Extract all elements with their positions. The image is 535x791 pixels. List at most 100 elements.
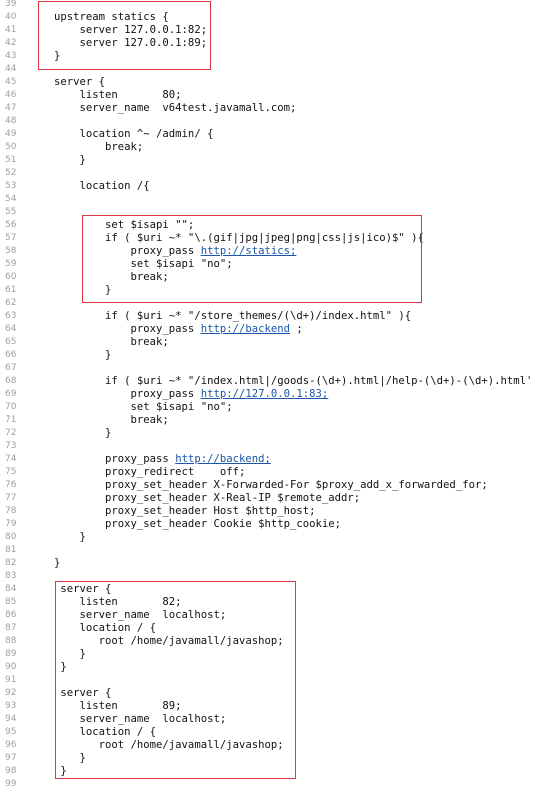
code-text: }: [54, 531, 86, 544]
url-link[interactable]: http://127.0.0.1:83;: [200, 388, 329, 400]
line-number: 68: [5, 376, 17, 386]
code-segment: proxy_pass: [54, 388, 201, 400]
code-text: listen 82;: [54, 596, 182, 609]
line-number: 46: [5, 90, 17, 100]
line-number: 62: [5, 298, 17, 308]
line-number: 88: [5, 636, 17, 646]
code-text: server {: [54, 76, 105, 89]
line-number: 45: [5, 77, 17, 87]
url-link[interactable]: http://backend: [200, 323, 290, 335]
line-number: 80: [5, 532, 17, 542]
line-number: 86: [5, 610, 17, 620]
line-number: 54: [5, 194, 17, 204]
line-number: 47: [5, 103, 17, 113]
line-number: 39: [5, 0, 17, 9]
code-segment: proxy_pass: [54, 245, 201, 257]
line-number: 85: [5, 597, 17, 607]
line-number: 43: [5, 51, 17, 61]
code-text: proxy_set_header X-Real-IP $remote_addr;: [54, 492, 360, 505]
line-number: 70: [5, 402, 17, 412]
code-text: if ( $uri ~* "\.(gif|jpg|jpeg|png|css|js…: [54, 232, 424, 245]
line-number: 65: [5, 337, 17, 347]
line-number: 96: [5, 740, 17, 750]
code-segment: ;: [290, 323, 303, 335]
code-segment: server {: [54, 687, 112, 699]
code-segment: }: [54, 154, 86, 166]
code-segment: server {: [54, 583, 112, 595]
code-segment: set $isapi "no";: [54, 401, 233, 413]
line-number: 90: [5, 662, 17, 672]
line-number: 49: [5, 129, 17, 139]
code-text: }: [54, 427, 111, 440]
code-text: root /home/javamall/javashop;: [54, 635, 284, 648]
line-number: 84: [5, 584, 17, 594]
code-segment: server_name v64test.javamall.com;: [54, 102, 297, 114]
line-number: 56: [5, 220, 17, 230]
code-segment: listen 80;: [54, 89, 182, 101]
line-number: 53: [5, 181, 17, 191]
code-segment: }: [54, 661, 67, 673]
line-number: 76: [5, 480, 17, 490]
line-number: 42: [5, 38, 17, 48]
code-text: }: [54, 349, 111, 362]
code-segment: }: [54, 557, 61, 569]
line-number: 78: [5, 506, 17, 516]
code-text: proxy_pass http://backend;: [54, 453, 271, 466]
line-number: 83: [5, 571, 17, 581]
code-segment: }: [54, 765, 67, 777]
highlight-box-static-location: [82, 215, 422, 303]
code-text: location /{: [54, 180, 150, 193]
code-segment: break;: [54, 336, 169, 348]
code-segment: proxy_pass: [54, 453, 176, 465]
code-text: set $isapi "";: [54, 219, 194, 232]
code-text: set $isapi "no";: [54, 258, 233, 271]
line-number: 82: [5, 558, 17, 568]
code-text: server 127.0.0.1:82;: [54, 24, 208, 37]
code-segment: server_name localhost;: [54, 609, 227, 621]
line-number: 87: [5, 623, 17, 633]
code-segment: }: [54, 648, 86, 660]
code-segment: proxy_set_header Host $http_host;: [54, 505, 316, 517]
code-segment: proxy_set_header X-Real-IP $remote_addr;: [54, 492, 361, 504]
line-number: 41: [5, 25, 17, 35]
code-segment: if ( $uri ~* "/store_themes/(\d+)/index.…: [54, 310, 412, 322]
code-segment: listen 82;: [54, 596, 182, 608]
code-segment: location / {: [54, 726, 157, 738]
url-link[interactable]: http://statics;: [200, 245, 297, 257]
line-number: 44: [5, 64, 17, 74]
line-number: 71: [5, 415, 17, 425]
line-number: 89: [5, 649, 17, 659]
highlight-box-static-servers: [55, 581, 296, 779]
code-text: proxy_set_header X-Forwarded-For $proxy_…: [54, 479, 488, 492]
line-number: 57: [5, 233, 17, 243]
code-segment: server_name localhost;: [54, 713, 227, 725]
code-segment: location ^~ /admin/ {: [54, 128, 214, 140]
code-segment: }: [54, 427, 112, 439]
code-segment: break;: [54, 414, 169, 426]
code-text: }: [54, 557, 60, 570]
code-text: if ( $uri ~* "/store_themes/(\d+)/index.…: [54, 310, 411, 323]
code-text: break;: [54, 414, 169, 427]
code-text: server_name localhost;: [54, 713, 227, 726]
line-number: 60: [5, 272, 17, 282]
code-text: upstream statics {: [54, 11, 169, 24]
url-link[interactable]: http://backend;: [175, 453, 271, 465]
line-number: 63: [5, 311, 17, 321]
code-segment: server {: [54, 76, 106, 88]
code-text: }: [54, 661, 67, 674]
code-segment: }: [54, 349, 112, 361]
code-segment: server 127.0.0.1:82;: [54, 24, 208, 36]
code-segment: set $isapi "no";: [54, 258, 233, 270]
code-text: server {: [54, 583, 111, 596]
line-number: 64: [5, 324, 17, 334]
code-text: proxy_redirect off;: [54, 466, 245, 479]
code-text: set $isapi "no";: [54, 401, 233, 414]
line-number: 50: [5, 142, 17, 152]
code-segment: location /{: [54, 180, 150, 192]
line-number: 92: [5, 688, 17, 698]
line-number: 93: [5, 701, 17, 711]
code-text: proxy_pass http://backend ;: [54, 323, 303, 336]
code-segment: proxy_set_header X-Forwarded-For $proxy_…: [54, 479, 488, 491]
line-number: 59: [5, 259, 17, 269]
code-text: listen 80;: [54, 89, 182, 102]
